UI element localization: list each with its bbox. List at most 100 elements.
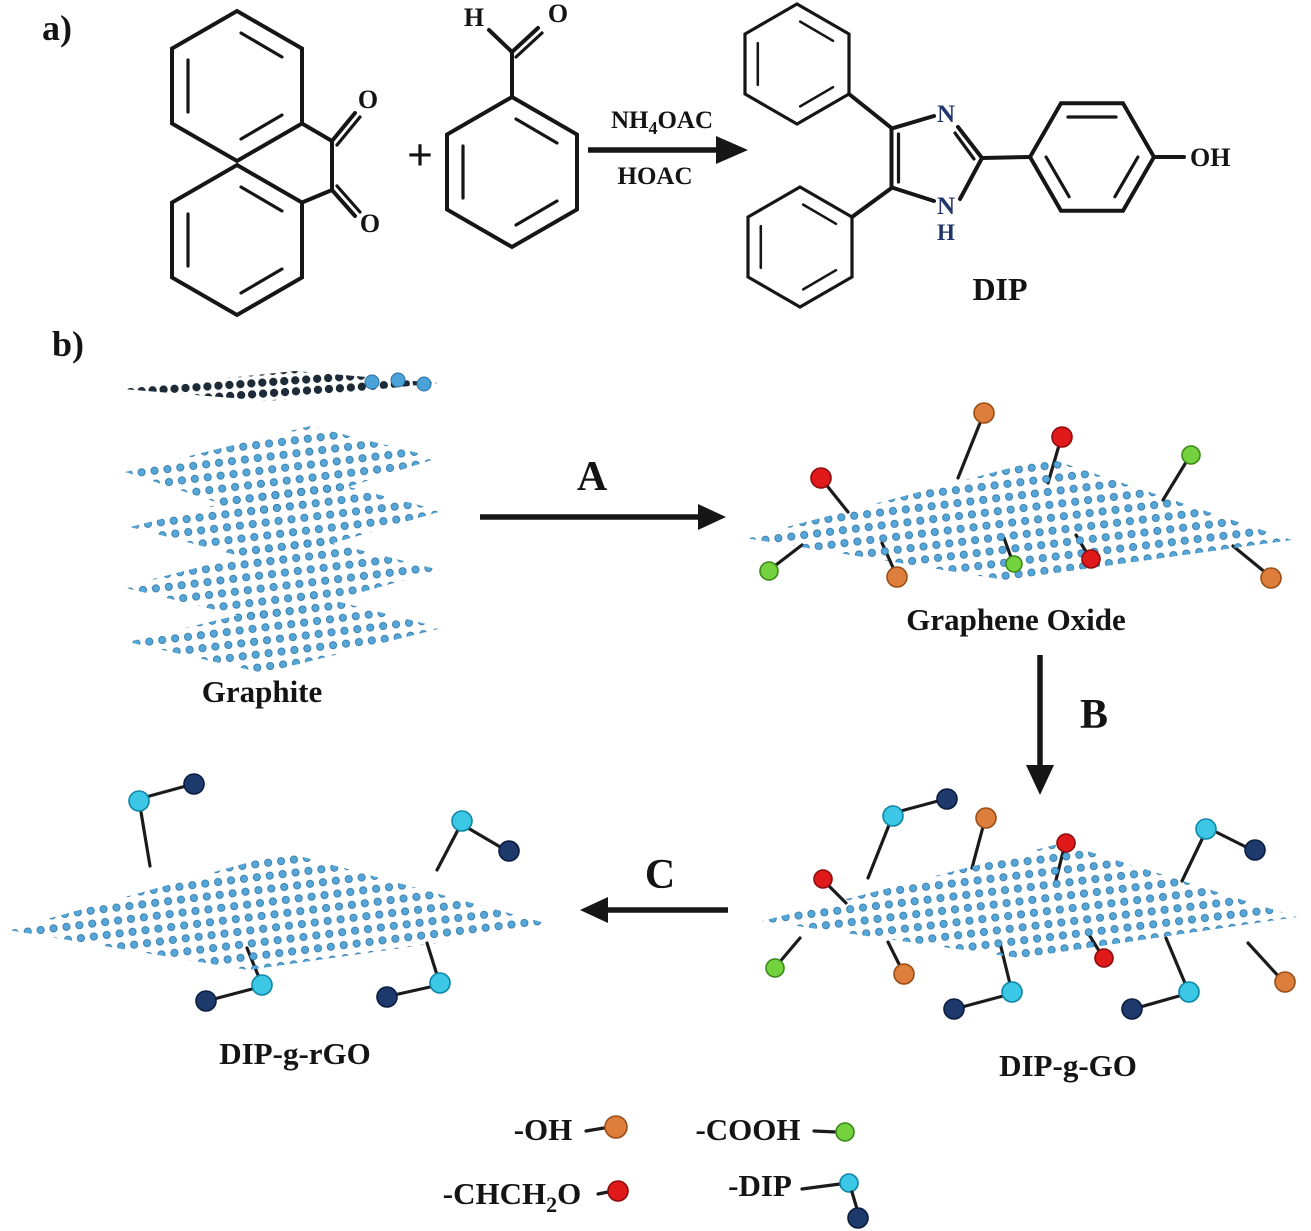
legend-oh-ball — [604, 1115, 628, 1139]
benzil-molecule: O O — [170, 9, 380, 317]
dip-ball-dark — [1244, 839, 1266, 861]
graphite-sheet — [122, 538, 440, 621]
plus-sign: + — [407, 129, 433, 180]
stick — [822, 480, 850, 514]
benzene-ring — [170, 163, 304, 317]
arrow-b-head — [1026, 765, 1054, 795]
stick — [584, 1126, 606, 1133]
stick — [960, 994, 1005, 1009]
reagent-top-sub: 4 — [648, 118, 657, 138]
stick — [776, 936, 802, 966]
dip-ball-dark — [376, 986, 398, 1008]
step-b-label: B — [1080, 692, 1108, 738]
stick — [435, 824, 462, 872]
benzaldehyde-molecule: H O — [445, 0, 579, 249]
benzene-ring — [170, 9, 304, 163]
epoxy-ball — [813, 869, 833, 889]
oh-ball — [975, 807, 997, 829]
carbon-ball — [416, 376, 432, 392]
panel-a-label: a) — [42, 8, 72, 48]
graphite-stack: Graphite — [122, 371, 442, 709]
dip-ball-light — [1001, 981, 1023, 1003]
dip-g-rgo-label: DIP-g-rGO — [219, 1036, 371, 1071]
dip-product-name: DIP — [972, 271, 1027, 307]
legend-oh-label: -OH — [514, 1112, 573, 1147]
stick — [1161, 457, 1190, 502]
carbon-ball — [390, 372, 406, 388]
dip-g-rgo-sheet — [8, 852, 556, 970]
epoxy-ball — [1081, 549, 1101, 569]
stick — [138, 804, 152, 868]
legend-chch2o-rest: O — [557, 1176, 581, 1211]
bond — [889, 185, 936, 203]
benzene-ring — [746, 185, 854, 309]
legend-cooh-ball — [835, 1122, 855, 1142]
dip-ball-dark — [936, 788, 958, 810]
carbon-ball — [364, 374, 380, 390]
epoxy-ball — [1056, 833, 1076, 853]
stick — [1180, 831, 1207, 883]
oh-ball — [886, 566, 908, 588]
oh-ball — [973, 402, 995, 424]
stick — [895, 799, 940, 814]
dip-g-go-label: DIP-g-GO — [999, 1048, 1137, 1083]
step-a: A — [480, 454, 726, 530]
graphene-oxide-label: Graphene Oxide — [906, 602, 1126, 637]
bond — [487, 28, 514, 54]
arrow-c-head — [580, 897, 608, 923]
stick — [144, 784, 188, 799]
legend-dip-label: -DIP — [728, 1168, 792, 1203]
dip-ball-light — [451, 810, 473, 832]
dip-ball-light — [128, 790, 150, 812]
bond — [300, 188, 334, 205]
stick — [800, 1182, 842, 1191]
stick — [1231, 544, 1268, 575]
bond — [330, 111, 357, 143]
reagent-bottom: HOAC — [618, 163, 693, 190]
stick — [1164, 936, 1189, 990]
double-bond — [335, 115, 362, 147]
legend: -OH -COOH -CHCH2O -DIP — [443, 1112, 869, 1229]
imidazole-n1: N — [937, 193, 955, 220]
epoxy-ball — [1051, 426, 1073, 448]
dip-ball-dark — [1121, 998, 1143, 1020]
stick — [970, 821, 986, 870]
benzene-ring — [743, 2, 851, 126]
dip-product-molecule: N N H OH DIP — [743, 2, 1230, 309]
dip-ball-dark — [498, 840, 520, 862]
stick — [812, 1129, 838, 1134]
bond — [330, 188, 357, 218]
imidazole-n3: N — [937, 101, 955, 128]
panel-a: a) O O + H O — [42, 0, 1230, 317]
stick — [850, 1190, 859, 1211]
imidazole-n1-h: H — [937, 220, 955, 245]
dip-g-go-sheet — [762, 843, 1297, 958]
double-bond — [953, 131, 976, 161]
double-bond — [335, 184, 362, 214]
legend-chch2o-main: -CHCH — [443, 1176, 546, 1211]
oh-ball — [1274, 971, 1296, 993]
dip-ball-light — [1178, 981, 1200, 1003]
stick — [596, 1190, 610, 1196]
legend-cooh-label: -COOH — [695, 1112, 800, 1147]
epoxy-ball — [1094, 948, 1114, 968]
graphene-oxide-sheet — [745, 458, 1292, 580]
reagent-top-rest: OAC — [657, 107, 713, 134]
graphite-sheet — [125, 426, 438, 516]
bond — [847, 92, 894, 130]
step-a-label: A — [577, 454, 608, 500]
stick — [1246, 941, 1282, 980]
dip-ball-light — [429, 972, 451, 994]
stick — [425, 941, 440, 980]
dip-ball-dark — [943, 998, 965, 1020]
stick — [466, 826, 504, 850]
stick — [1138, 994, 1181, 1009]
dip-ball-light — [1195, 818, 1217, 840]
dip-g-go: DIP-g-GO — [762, 788, 1297, 1083]
reagent-top: NH4OAC — [611, 107, 713, 138]
cooh-ball — [1181, 445, 1201, 465]
legend-chch2o-label: -CHCH2O — [443, 1176, 581, 1217]
dip-ball-dark — [195, 990, 217, 1012]
cooh-ball — [1005, 555, 1023, 573]
